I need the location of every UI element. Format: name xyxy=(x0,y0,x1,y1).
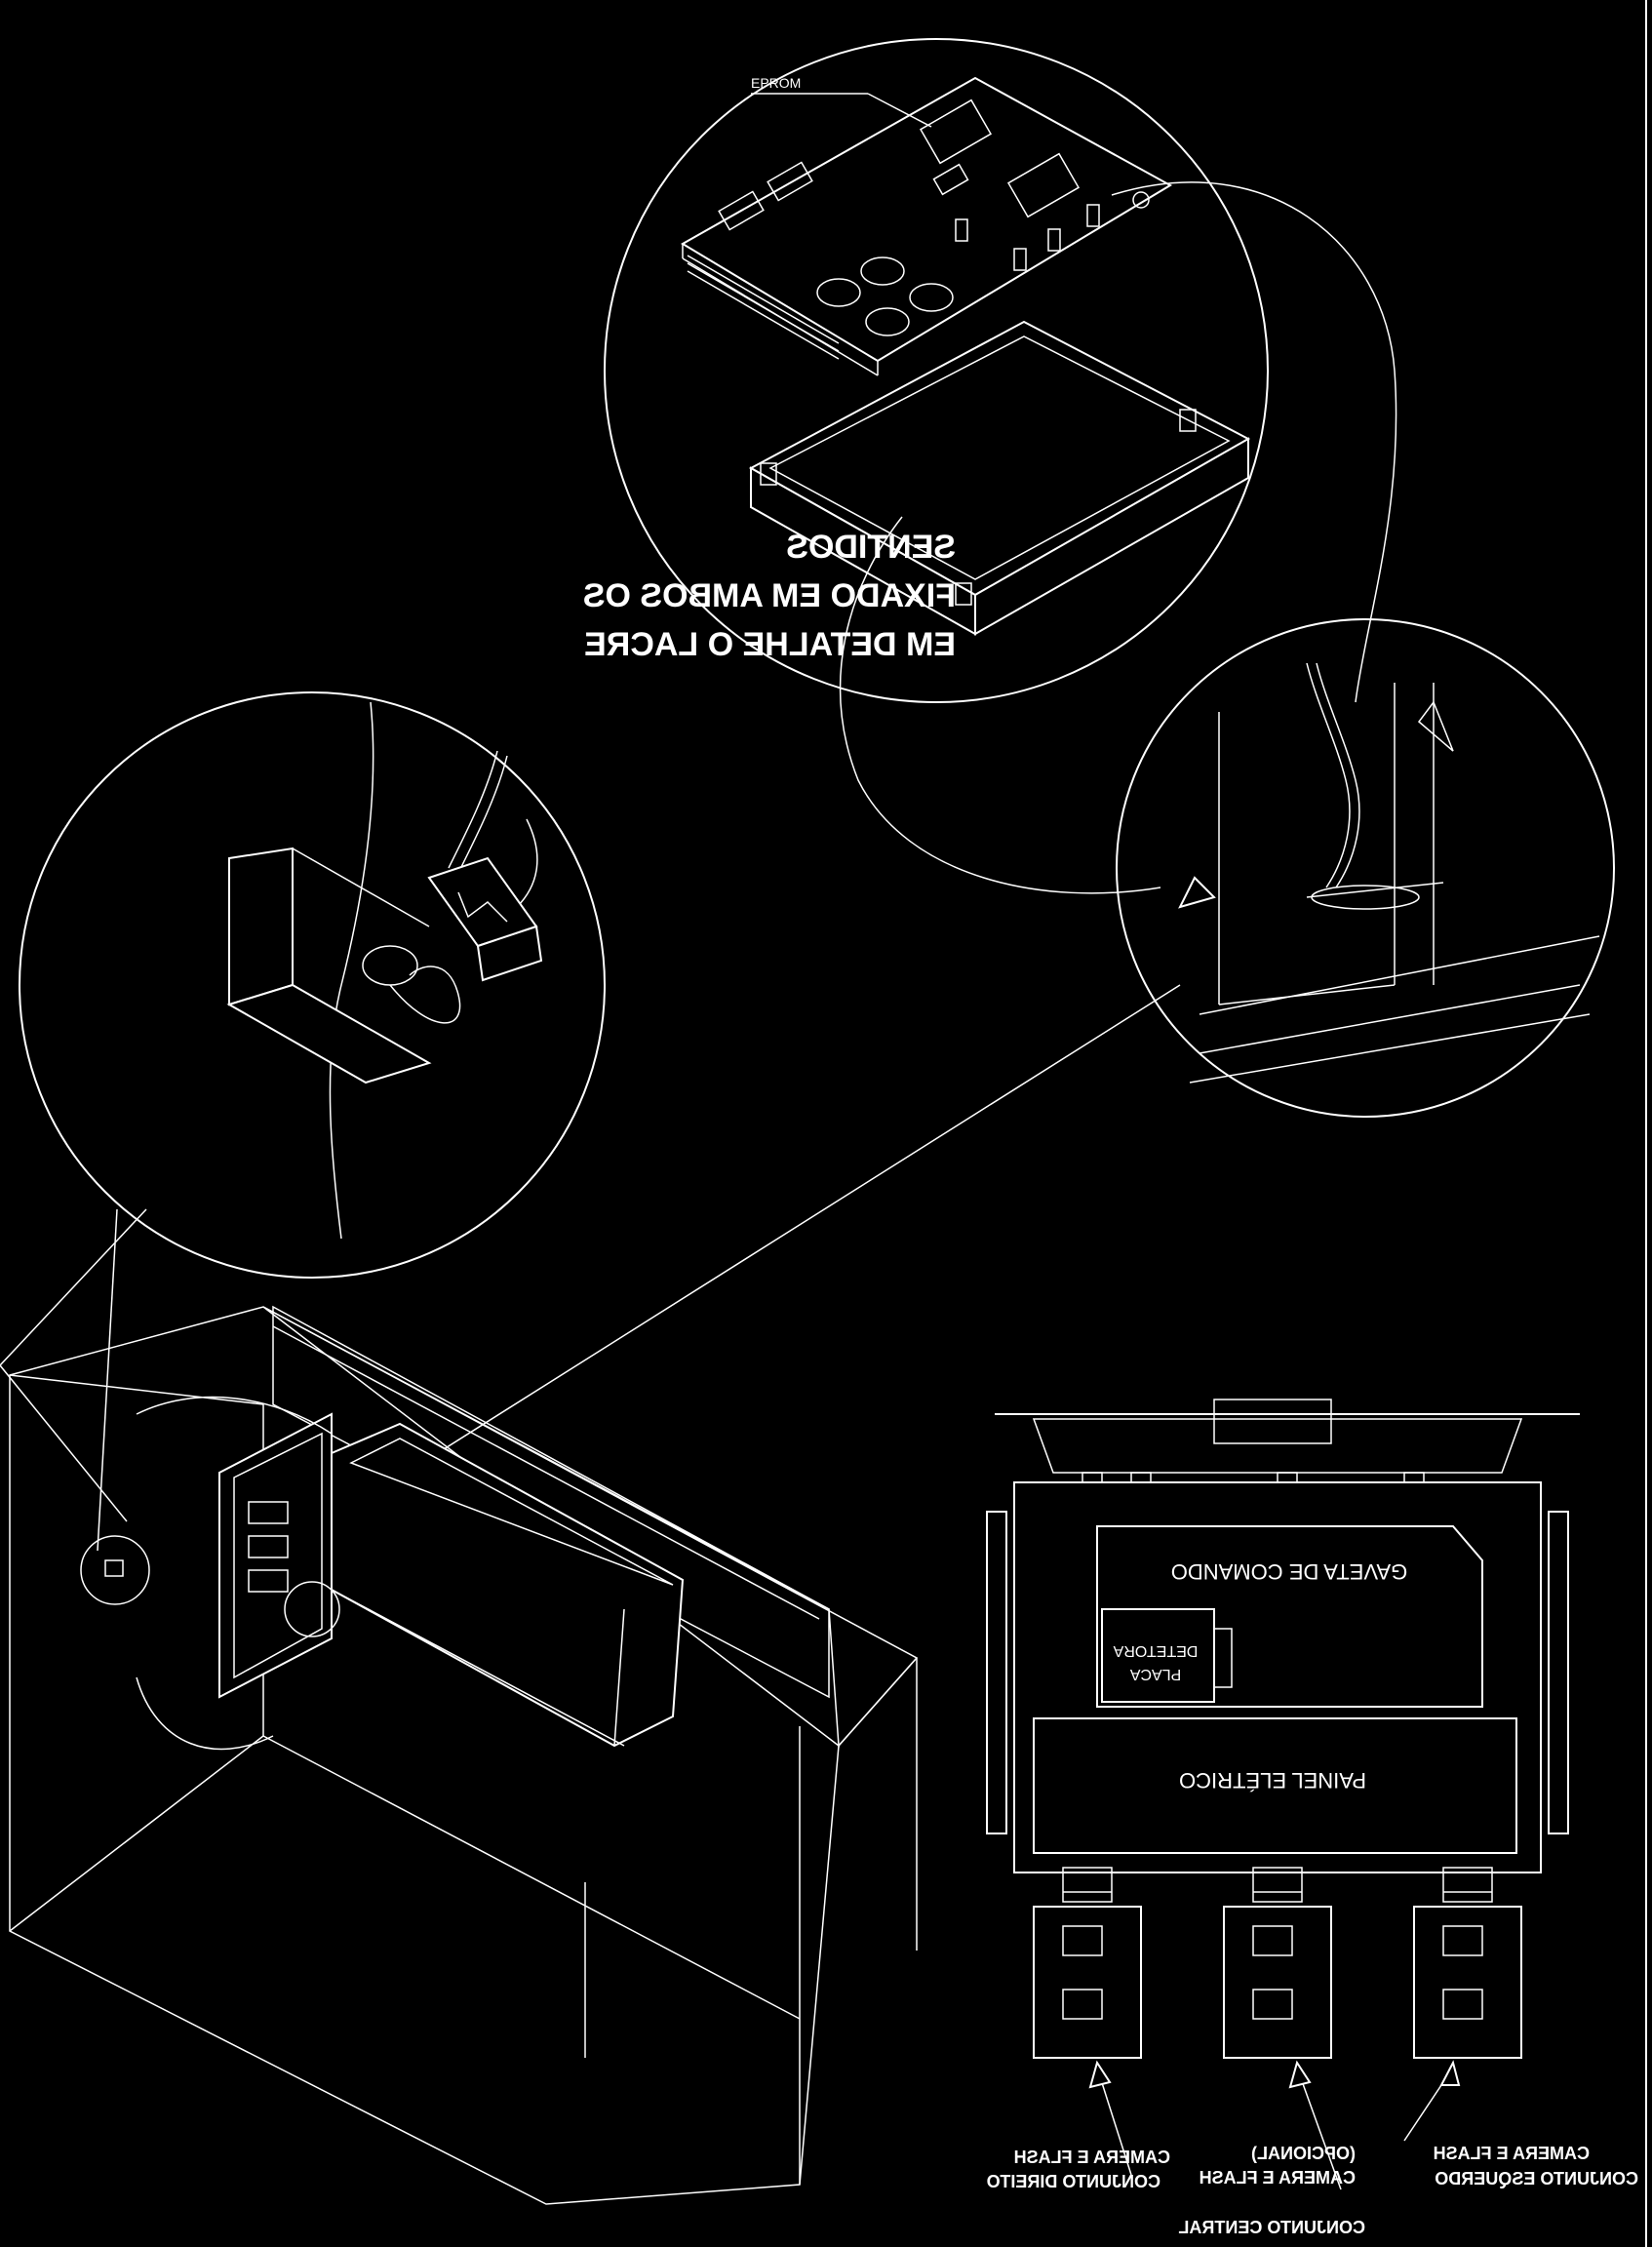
note-line-detalhe: EM DETALHE O LACRE xyxy=(584,626,956,663)
seal-note: SENTIDOS FIXADO EM AMBOS OS EM DETALHE O… xyxy=(583,529,956,663)
cabinet-isometric-view xyxy=(9,1305,919,2205)
conjunto-esquerdo-line2: CONJUNTO ESQUERDO xyxy=(1435,2169,1638,2188)
conjunto-direito-line1: CAMERA E FLASH xyxy=(1014,2148,1170,2167)
conjunto-central-line2: CAMERA E FLASH xyxy=(1200,2168,1356,2188)
note-line-fixado: FIXADO EM AMBOS OS xyxy=(583,577,956,614)
conjunto-central-line1: (OPCIONAL) xyxy=(1251,2144,1356,2163)
camera-unit-left xyxy=(1403,1867,1522,2142)
eprom-label: EPROM xyxy=(751,75,801,91)
plan-view: GAVETA DE COMANDO DETETORA PLACA PAINEL … xyxy=(986,1399,1638,2237)
detail-circle-seal-left xyxy=(19,691,606,1279)
detail-circle-eprom-board: EPROM xyxy=(604,38,1397,894)
painel-eletrico-label: PAINEL ELÉTRICO xyxy=(1179,1768,1366,1793)
camera-unit-center xyxy=(1223,1867,1342,2190)
note-line-sentidos: SENTIDOS xyxy=(786,529,956,566)
detail-circle-seal-right xyxy=(1116,618,1615,1118)
conjunto-central-line3: CONJUNTO CENTRAL xyxy=(1178,2218,1365,2237)
conjunto-esquerdo-line1: CAMERA E FLASH xyxy=(1434,2144,1590,2163)
conjunto-direito-line2: CONJUNTO DIREITO xyxy=(987,2172,1160,2191)
board-edge-connector xyxy=(687,255,840,360)
gaveta-de-comando-label: GAVETA DE COMANDO xyxy=(1171,1559,1407,1584)
placa-detetora-label-line2: PLACA xyxy=(1129,1666,1181,1682)
camera-unit-right xyxy=(1033,1867,1142,2176)
conjunto-labels: CAMERA E FLASH CONJUNTO DIREITO (OPCIONA… xyxy=(987,2144,1638,2237)
placa-detetora-label-line1: DETETORA xyxy=(1113,1642,1198,1659)
